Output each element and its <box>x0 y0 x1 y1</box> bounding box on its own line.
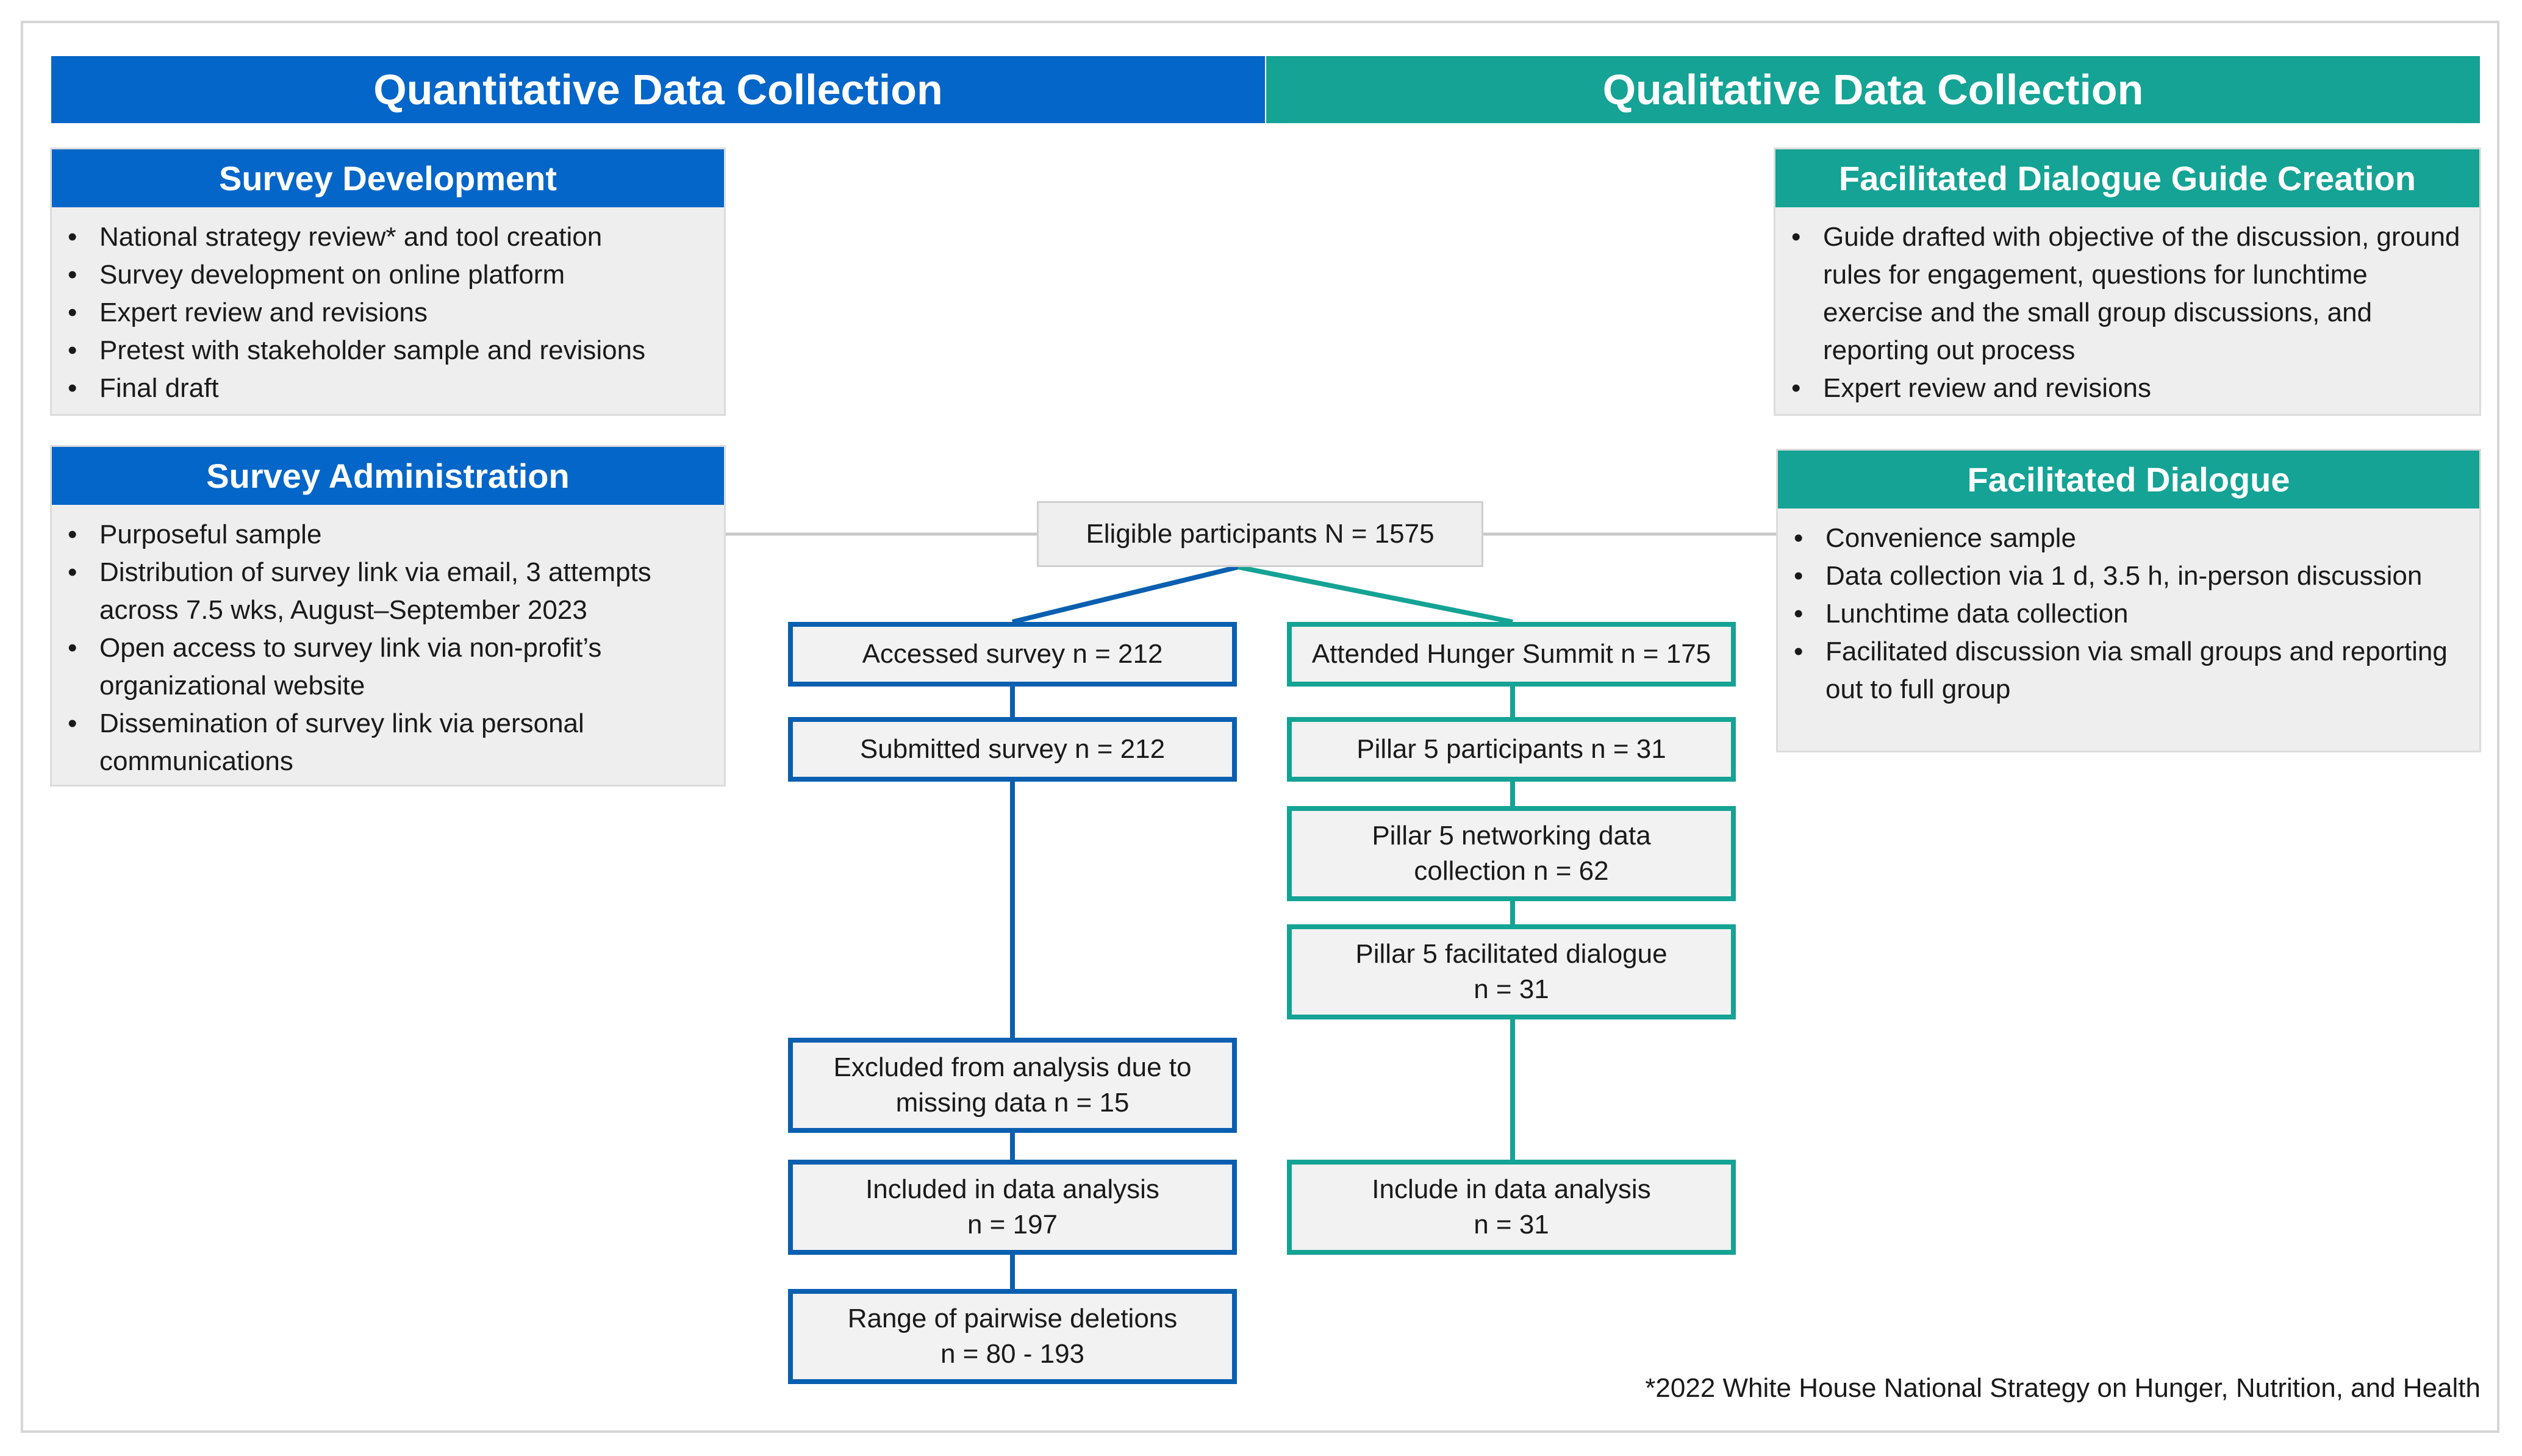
survey-administration-panel: Survey Administration Purposeful sample … <box>50 445 726 787</box>
bullet-list: National strategy review* and tool creat… <box>52 207 724 407</box>
panel-title: Facilitated Dialogue <box>1778 451 2479 509</box>
list-item: Convenience sample <box>1794 519 2467 557</box>
list-item: Open access to survey link via non-profi… <box>68 629 712 705</box>
survey-development-panel: Survey Development National strategy rev… <box>50 148 726 416</box>
include-in-analysis-box: Include in data analysis n = 31 <box>1287 1160 1736 1255</box>
pillar5-participants-box: Pillar 5 participants n = 31 <box>1287 717 1736 782</box>
accessed-survey-box: Accessed survey n = 212 <box>788 622 1237 687</box>
list-item: Facilitated discussion via small groups … <box>1794 633 2467 708</box>
bullet-list: Purposeful sample Distribution of survey… <box>52 505 724 780</box>
guide-creation-panel: Facilitated Dialogue Guide Creation Guid… <box>1774 148 2481 416</box>
eligible-participants-box: Eligible participants N = 1575 <box>1037 501 1483 567</box>
submitted-survey-box: Submitted survey n = 212 <box>788 717 1237 782</box>
list-item: Distribution of survey link via email, 3… <box>68 554 712 629</box>
pillar5-facilitated-dialogue-box: Pillar 5 facilitated dialogue n = 31 <box>1287 924 1736 1019</box>
list-item: Survey development on online platform <box>68 256 712 294</box>
list-item: Guide drafted with objective of the disc… <box>1791 218 2467 369</box>
list-item: Final draft <box>68 369 712 407</box>
pairwise-deletions-box: Range of pairwise deletions n = 80 - 193 <box>788 1289 1237 1384</box>
bullet-list: Convenience sample Data collection via 1… <box>1778 509 2479 708</box>
quantitative-banner: Quantitative Data Collection <box>51 56 1265 123</box>
included-in-analysis-box: Included in data analysis n = 197 <box>788 1160 1237 1255</box>
panel-title: Survey Development <box>52 149 724 207</box>
list-item: Purposeful sample <box>68 516 712 554</box>
panel-title: Facilitated Dialogue Guide Creation <box>1775 149 2479 207</box>
list-item: National strategy review* and tool creat… <box>68 218 712 256</box>
qualitative-banner: Qualitative Data Collection <box>1266 56 2480 123</box>
bullet-list: Guide drafted with objective of the disc… <box>1775 207 2479 407</box>
list-item: Pretest with stakeholder sample and revi… <box>68 332 712 369</box>
panel-title: Survey Administration <box>52 447 724 505</box>
list-item: Expert review and revisions <box>1791 369 2467 407</box>
connector-eligible-to-qual <box>1238 565 1513 624</box>
list-item: Lunchtime data collection <box>1794 595 2467 633</box>
list-item: Dissemination of survey link via persona… <box>68 705 712 780</box>
connector-eligible-to-quant <box>1012 565 1239 624</box>
attended-hunger-summit-box: Attended Hunger Summit n = 175 <box>1287 622 1736 687</box>
excluded-from-analysis-box: Excluded from analysis due to missing da… <box>788 1038 1237 1133</box>
pillar5-networking-box: Pillar 5 networking data collection n = … <box>1287 806 1736 901</box>
footnote: *2022 White House National Strategy on H… <box>1645 1373 2481 1403</box>
list-item: Data collection via 1 d, 3.5 h, in-perso… <box>1794 557 2467 595</box>
facilitated-dialogue-panel: Facilitated Dialogue Convenience sample … <box>1776 449 2481 752</box>
list-item: Expert review and revisions <box>68 294 712 332</box>
